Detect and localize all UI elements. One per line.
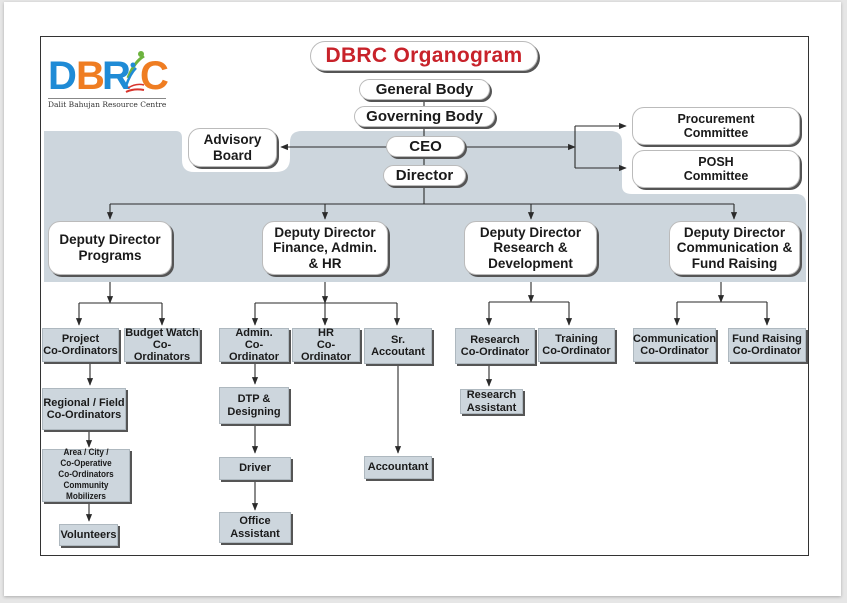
dd-research-node: Deputy Director Research & Development [464, 221, 597, 275]
dtp-designing-node: DTP & Designing [219, 387, 289, 424]
logo-letter-b: B [76, 54, 105, 98]
sr-accountant-node: Sr. Accoutant [364, 328, 432, 364]
dd-programs-node: Deputy Director Programs [48, 221, 172, 275]
budget-watch-coordinators-node: Budget Watch Co-Ordinators [124, 326, 200, 364]
office-assistant-node: Office Assistant [219, 512, 291, 543]
background-band [44, 131, 806, 282]
people-figures-icon [124, 51, 145, 93]
general-body-node: General Body [359, 79, 490, 100]
procurement-committee-node: Procurement Committee [632, 107, 800, 145]
project-coordinators-node: Project Co-Ordinators [42, 328, 119, 362]
advisory-board-node: Advisory Board [188, 128, 277, 167]
governing-body-node: Governing Body [354, 106, 495, 127]
communication-coordinator-node: Communication Co-Ordinator [633, 328, 716, 362]
logo-letter-d: D [48, 54, 77, 98]
dd-finance-node: Deputy Director Finance, Admin. & HR [262, 221, 388, 275]
admin-coordinator-node: Admin. Co-Ordinator [219, 327, 289, 363]
training-coordinator-node: Training Co-Ordinator [538, 328, 615, 362]
hr-coordinator-node: HR Co-Ordinator [292, 327, 360, 363]
fund-raising-coordinator-node: Fund Raising Co-Ordinator [728, 328, 806, 362]
regional-field-coordinators-node: Regional / Field Co-Ordinators [42, 388, 126, 430]
area-city-coordinators-label: Area / City / Co-Operative Co-Ordinators… [58, 447, 114, 502]
area-city-coordinators-node: Area / City / Co-Operative Co-Ordinators… [42, 447, 130, 502]
volunteers-node: Volunteers [59, 524, 118, 546]
research-assistant-node: Research Assistant [460, 389, 523, 414]
accountant-node: Accountant [364, 456, 432, 479]
logo-letter-c: C [140, 54, 169, 98]
director-node: Director [383, 165, 466, 186]
driver-node: Driver [219, 457, 291, 480]
dd-communication-node: Deputy Director Communication & Fund Rai… [669, 221, 800, 275]
page-title: DBRC Organogram [310, 41, 538, 71]
logo-tagline: Dalit Bahujan Resource Centre [48, 98, 167, 109]
logo-letter-r: R [102, 54, 131, 98]
research-coordinator-node: Research Co-Ordinator [455, 328, 535, 364]
ceo-node: CEO [386, 136, 465, 157]
dbrc-logo: D B R C Dalit Bahujan Resource Centre [48, 48, 170, 110]
posh-committee-node: POSH Committee [632, 150, 800, 188]
